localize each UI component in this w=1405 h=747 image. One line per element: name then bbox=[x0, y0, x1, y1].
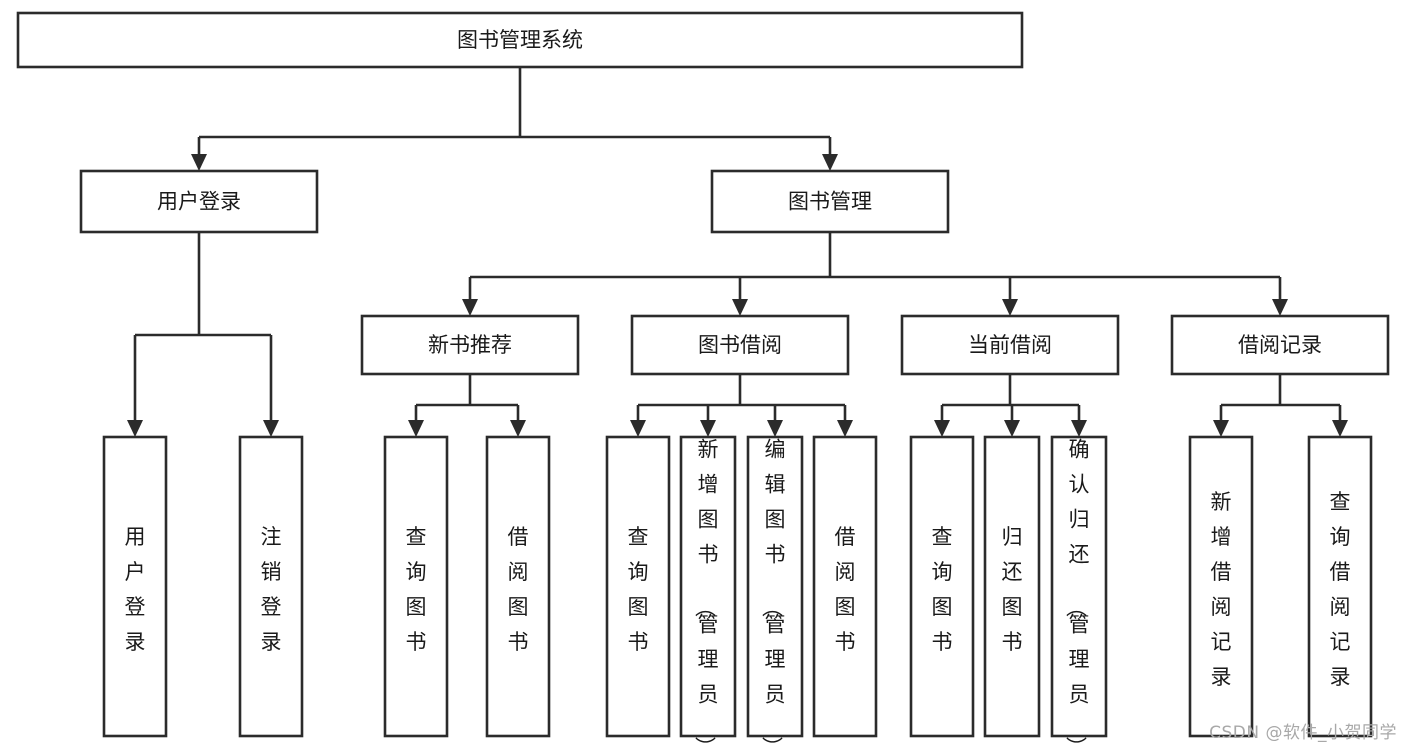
level3-node-新书推荐[interactable]: 新书推荐 bbox=[360, 314, 580, 376]
level3-node-当前借阅-label: 当前借阅 bbox=[968, 333, 1052, 357]
leaf-node-5-label: 新增图书（管理员） bbox=[693, 437, 719, 747]
group-1-arrow-icon-0 bbox=[408, 420, 424, 437]
leaf-node-11-rect[interactable] bbox=[1188, 435, 1254, 738]
level2-node-用户登录-rect[interactable] bbox=[79, 169, 319, 234]
leaf-node-9-label: 归还图书 bbox=[1002, 525, 1023, 654]
level3-node-借阅记录[interactable]: 借阅记录 bbox=[1170, 314, 1390, 376]
leaf-node-4[interactable]: 查询图书 bbox=[605, 435, 671, 738]
root-to-level2-arrow-icon-1 bbox=[822, 154, 838, 171]
leaf-node-9-rect[interactable] bbox=[983, 435, 1041, 738]
leaf-node-3-rect[interactable] bbox=[485, 435, 551, 738]
level2-node-图书管理[interactable]: 图书管理 bbox=[710, 169, 950, 234]
leaf-node-7-label: 借阅图书 bbox=[835, 525, 856, 654]
leaf-node-1[interactable]: 注销登录 bbox=[238, 435, 304, 738]
leaf-node-9[interactable]: 归还图书 bbox=[983, 435, 1041, 738]
leaf-node-6-label: 编辑图书（管理员） bbox=[760, 437, 786, 747]
level3-node-图书借阅-rect[interactable] bbox=[630, 314, 850, 376]
leaf-node-4-label: 查询图书 bbox=[628, 525, 649, 654]
level3-node-借阅记录-rect[interactable] bbox=[1170, 314, 1390, 376]
leaf-node-12-rect[interactable] bbox=[1307, 435, 1373, 738]
level2-node-用户登录-label: 用户登录 bbox=[157, 190, 241, 214]
leaf-node-10-rect[interactable] bbox=[1050, 435, 1108, 738]
leaf-node-1-label: 注销登录 bbox=[261, 525, 282, 654]
edge-layer bbox=[127, 67, 1348, 437]
leaf-node-12-label: 查询借阅记录 bbox=[1330, 490, 1351, 689]
group-3-arrow-icon-1 bbox=[1004, 420, 1020, 437]
leaf-node-8-label: 查询图书 bbox=[932, 525, 953, 654]
level3-node-新书推荐-label: 新书推荐 bbox=[428, 333, 512, 357]
group-3-arrow-icon-2 bbox=[1071, 420, 1087, 437]
leaf-node-3[interactable]: 借阅图书 bbox=[485, 435, 551, 738]
root-node-图书管理系统-label: 图书管理系统 bbox=[457, 28, 583, 52]
root-node-图书管理系统-rect[interactable] bbox=[16, 11, 1024, 69]
level2-to-level3-arrow-icon-3 bbox=[1272, 299, 1288, 316]
level3-node-当前借阅[interactable]: 当前借阅 bbox=[900, 314, 1120, 376]
leaf-node-10[interactable]: 确认归还（管理员） bbox=[1050, 435, 1108, 747]
group-2-arrow-icon-0 bbox=[630, 420, 646, 437]
leaf-node-1-rect[interactable] bbox=[238, 435, 304, 738]
root-to-level2-arrow-icon-0 bbox=[191, 154, 207, 171]
group-1-arrow-icon-1 bbox=[510, 420, 526, 437]
leaf-node-3-label: 借阅图书 bbox=[508, 525, 529, 654]
level2-to-level3-arrow-icon-1 bbox=[732, 299, 748, 316]
leaf-node-8-rect[interactable] bbox=[909, 435, 975, 738]
leaf-node-11[interactable]: 新增借阅记录 bbox=[1188, 435, 1254, 738]
leaf-node-8[interactable]: 查询图书 bbox=[909, 435, 975, 738]
leaf-node-2-label: 查询图书 bbox=[406, 525, 427, 654]
leaf-node-11-label: 新增借阅记录 bbox=[1211, 490, 1232, 689]
group-2-arrow-icon-3 bbox=[837, 420, 853, 437]
level2-node-图书管理-label: 图书管理 bbox=[788, 190, 872, 214]
leaf-node-0-rect[interactable] bbox=[102, 435, 168, 738]
level2-node-图书管理-rect[interactable] bbox=[710, 169, 950, 234]
level2-to-level3-arrow-icon-0 bbox=[462, 299, 478, 316]
leaf-node-7[interactable]: 借阅图书 bbox=[812, 435, 878, 738]
leaf-node-0-label: 用户登录 bbox=[125, 525, 146, 654]
leaf-node-7-rect[interactable] bbox=[812, 435, 878, 738]
group-4-arrow-icon-1 bbox=[1332, 420, 1348, 437]
leaf-node-6-rect[interactable] bbox=[746, 435, 804, 738]
leaf-node-2[interactable]: 查询图书 bbox=[383, 435, 449, 738]
leaf-node-12[interactable]: 查询借阅记录 bbox=[1307, 435, 1373, 738]
leaf-node-5-rect[interactable] bbox=[679, 435, 737, 738]
level3-node-当前借阅-rect[interactable] bbox=[900, 314, 1120, 376]
group-3-arrow-icon-0 bbox=[934, 420, 950, 437]
group-0-arrow-icon-1 bbox=[263, 420, 279, 437]
group-2-arrow-icon-1 bbox=[700, 420, 716, 437]
level3-node-借阅记录-label: 借阅记录 bbox=[1238, 333, 1322, 357]
group-4-arrow-icon-0 bbox=[1213, 420, 1229, 437]
leaf-node-5[interactable]: 新增图书（管理员） bbox=[679, 435, 737, 747]
leaf-node-2-rect[interactable] bbox=[383, 435, 449, 738]
leaf-node-6[interactable]: 编辑图书（管理员） bbox=[746, 435, 804, 747]
level3-node-图书借阅-label: 图书借阅 bbox=[698, 333, 782, 357]
root-node-图书管理系统[interactable]: 图书管理系统 bbox=[16, 11, 1024, 69]
group-0-arrow-icon-0 bbox=[127, 420, 143, 437]
leaf-node-10-label: 确认归还（管理员） bbox=[1064, 437, 1090, 747]
level3-node-新书推荐-rect[interactable] bbox=[360, 314, 580, 376]
level3-node-图书借阅[interactable]: 图书借阅 bbox=[630, 314, 850, 376]
group-2-arrow-icon-2 bbox=[767, 420, 783, 437]
leaf-node-4-rect[interactable] bbox=[605, 435, 671, 738]
level2-to-level3-arrow-icon-2 bbox=[1002, 299, 1018, 316]
node-layer: 图书管理系统用户登录图书管理新书推荐图书借阅当前借阅借阅记录用户登录注销登录查询… bbox=[16, 11, 1390, 747]
level2-node-用户登录[interactable]: 用户登录 bbox=[79, 169, 319, 234]
leaf-node-0[interactable]: 用户登录 bbox=[102, 435, 168, 738]
